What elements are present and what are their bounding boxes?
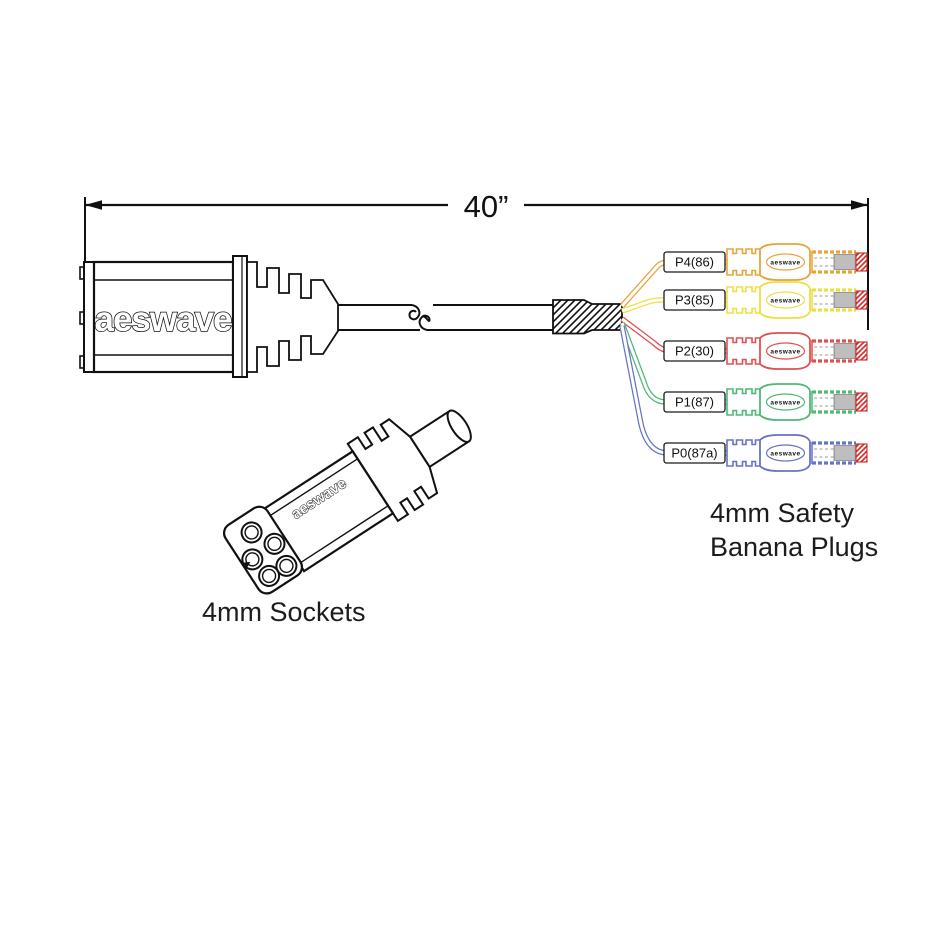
plug-label-box xyxy=(663,251,726,273)
heat-shrink-boot xyxy=(552,299,623,335)
plug-brand: aeswave xyxy=(770,348,800,355)
plug-brand: aeswave xyxy=(770,450,800,457)
plug-label: P2(30) xyxy=(675,344,714,359)
arrowhead-left xyxy=(85,200,102,210)
banana-plug-p1: P1(87) aeswave xyxy=(619,322,869,422)
plug-brand: aeswave xyxy=(770,399,800,406)
plug-label-box xyxy=(663,391,726,413)
cable xyxy=(338,299,623,335)
socket-connector-3d: aeswave xyxy=(223,409,472,595)
banana-plug-p4: P4(86) aeswave xyxy=(619,242,869,308)
break-symbol-left xyxy=(408,304,421,321)
connector-flange xyxy=(232,255,248,378)
plug-label: P4(86) xyxy=(675,255,714,270)
socket-holes xyxy=(240,521,298,587)
arrowhead-right xyxy=(851,200,868,210)
strain-relief xyxy=(246,261,339,373)
plug-label-box xyxy=(663,340,726,362)
dimension-40in: 40” xyxy=(84,189,869,330)
plug-brand: aeswave xyxy=(770,259,800,266)
plug-brand: aeswave xyxy=(770,297,800,304)
plug-label-box xyxy=(663,442,726,464)
plug-label: P1(87) xyxy=(675,395,714,410)
break-symbol-right xyxy=(418,314,431,331)
plug-label-box xyxy=(663,289,726,311)
collar-ribs xyxy=(346,418,439,523)
banana-plug-p3: P3(85) aeswave xyxy=(621,280,869,320)
connector-back-plate xyxy=(83,261,95,373)
banana-plugs-label-line2: Banana Plugs xyxy=(710,532,878,562)
plug-label: P3(85) xyxy=(675,293,714,308)
sockets-label: 4mm Sockets xyxy=(202,597,366,627)
main-connector: aeswave xyxy=(79,255,339,378)
banana-plug-p0: P0(87a) aeswave xyxy=(619,325,869,473)
dimension-label: 40” xyxy=(464,189,509,224)
banana-plugs-label-line1: 4mm Safety xyxy=(710,498,855,528)
brand-logo-main: aeswave xyxy=(94,300,232,339)
plug-label: P0(87a) xyxy=(671,446,717,461)
banana-plug-p2: P2(30) aeswave xyxy=(620,316,869,371)
